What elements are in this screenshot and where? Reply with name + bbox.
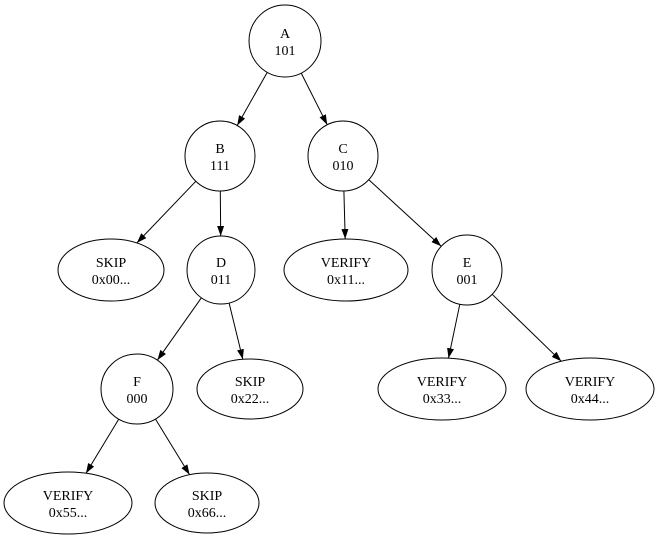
node-C: C 010 (308, 121, 378, 191)
node-label-verify-0x44-line2: 0x44... (571, 392, 610, 407)
node-label-verify-0x33-line2: 0x33... (423, 392, 462, 407)
edge-D-to-F (157, 298, 201, 360)
node-label-A-line1: A (280, 27, 291, 42)
node-label-skip-0x66-line1: SKIP (192, 489, 223, 504)
node-label-F-line2: 000 (127, 392, 148, 407)
node-label-skip-0x22-line2: 0x22... (231, 392, 270, 407)
node-label-verify-0x11-line2: 0x11... (327, 273, 365, 288)
node-E: E 001 (432, 235, 502, 305)
edge-A-to-C (301, 73, 327, 125)
node-label-C-line2: 010 (333, 159, 354, 174)
edge-C-to-E (369, 180, 441, 247)
node-label-skip-0x66-line2: 0x66... (188, 506, 227, 521)
node-label-C-line1: C (338, 142, 347, 157)
node-label-E-line1: E (463, 256, 472, 271)
node-verify-0x44: VERIFY 0x44... (526, 358, 654, 420)
edge-F-to-skip-0x66 (156, 419, 190, 475)
node-F: F 000 (101, 354, 173, 424)
node-label-verify-0x33-line1: VERIFY (417, 375, 468, 390)
edge-B-to-skip-0x00 (137, 181, 196, 243)
edge-D-to-skip-0x22 (229, 303, 243, 359)
node-verify-0x11: VERIFY 0x11... (284, 239, 408, 301)
node-label-D-line2: 011 (211, 273, 231, 288)
node-label-D-line1: D (216, 256, 226, 271)
edge-A-to-B (237, 72, 267, 125)
node-label-verify-0x44-line1: VERIFY (565, 375, 616, 390)
node-skip-0x22: SKIP 0x22... (197, 359, 303, 419)
node-A: A 101 (249, 5, 321, 77)
node-label-verify-0x55-line1: VERIFY (43, 489, 94, 504)
node-label-verify-0x55-line2: 0x55... (49, 506, 88, 521)
node-label-B-line2: 111 (210, 159, 230, 174)
node-skip-0x66: SKIP 0x66... (155, 473, 259, 533)
node-label-skip-0x00-line1: SKIP (96, 256, 127, 271)
edge-E-to-verify-0x44 (492, 294, 561, 361)
node-D: D 011 (187, 236, 255, 304)
node-label-E-line2: 001 (457, 273, 478, 288)
node-B: B 111 (185, 121, 255, 191)
edge-C-to-verify-0x11 (344, 191, 345, 239)
edge-F-to-verify-0x55 (86, 419, 119, 473)
node-label-skip-0x00-line2: 0x00... (92, 273, 131, 288)
node-verify-0x55: VERIFY 0x55... (4, 472, 132, 534)
edge-E-to-verify-0x33 (449, 304, 460, 358)
node-label-A-line2: 101 (275, 44, 296, 59)
node-label-B-line1: B (215, 142, 224, 157)
node-label-F-line1: F (133, 375, 141, 390)
node-verify-0x33: VERIFY 0x33... (378, 358, 506, 420)
node-label-verify-0x11-line1: VERIFY (321, 256, 372, 271)
node-label-skip-0x22-line1: SKIP (235, 375, 266, 390)
node-skip-0x00: SKIP 0x00... (58, 239, 164, 301)
